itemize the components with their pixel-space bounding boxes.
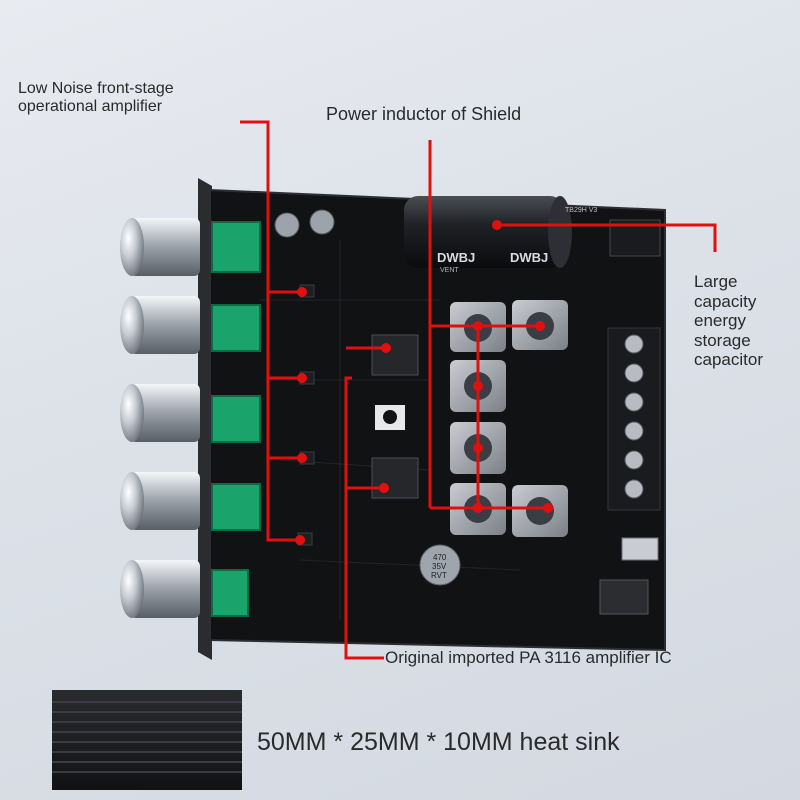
small-capacitor bbox=[274, 212, 300, 238]
small-electrolytic-cap: 470 35V RVT bbox=[419, 544, 461, 586]
potentiometer-2 bbox=[211, 304, 261, 352]
speaker-terminal-block bbox=[607, 327, 661, 511]
volume-knob-1[interactable] bbox=[120, 218, 200, 276]
potentiometer-4 bbox=[211, 483, 261, 531]
audio-jack bbox=[599, 579, 649, 615]
cap-sub: VENT bbox=[440, 267, 459, 274]
potentiometer-3 bbox=[211, 395, 261, 443]
volume-knob-3[interactable] bbox=[120, 384, 200, 442]
svg-text:35V: 35V bbox=[432, 562, 447, 571]
cap-brand-1: DWBJ bbox=[437, 250, 475, 265]
volume-knob-2[interactable] bbox=[120, 296, 200, 354]
amplifier-ic-2 bbox=[371, 457, 419, 499]
label-capacitor: Large capacity energy storage capacitor bbox=[694, 272, 763, 370]
storage-capacitor: DWBJ DWBJ VENT TB29H V3 bbox=[404, 196, 597, 274]
label-amp-ic: Original imported PA 3116 amplifier IC bbox=[385, 648, 672, 667]
label-inductor: Power inductor of Shield bbox=[326, 104, 522, 124]
usb-port bbox=[621, 537, 659, 561]
annotation-dots bbox=[295, 220, 553, 545]
annotation-lines bbox=[240, 120, 717, 660]
svg-text:470: 470 bbox=[433, 553, 447, 562]
amplifier-ic-1 bbox=[371, 334, 419, 376]
mounting-hole-center bbox=[383, 410, 397, 424]
potentiometer-5 bbox=[211, 569, 249, 617]
cap-code: TB29H V3 bbox=[565, 207, 597, 214]
cap-brand-2: DWBJ bbox=[510, 250, 548, 265]
front-panel bbox=[198, 178, 212, 660]
volume-knob-5[interactable] bbox=[120, 560, 200, 618]
small-capacitor bbox=[309, 209, 335, 235]
potentiometer-1 bbox=[211, 221, 261, 273]
heat-sink bbox=[52, 690, 242, 790]
label-heat-sink: 50MM * 25MM * 10MM heat sink bbox=[257, 728, 620, 756]
label-front-amp: Low Noise front-stage operational amplif… bbox=[18, 80, 174, 116]
svg-text:RVT: RVT bbox=[431, 571, 447, 580]
volume-knob-4[interactable] bbox=[120, 472, 200, 530]
